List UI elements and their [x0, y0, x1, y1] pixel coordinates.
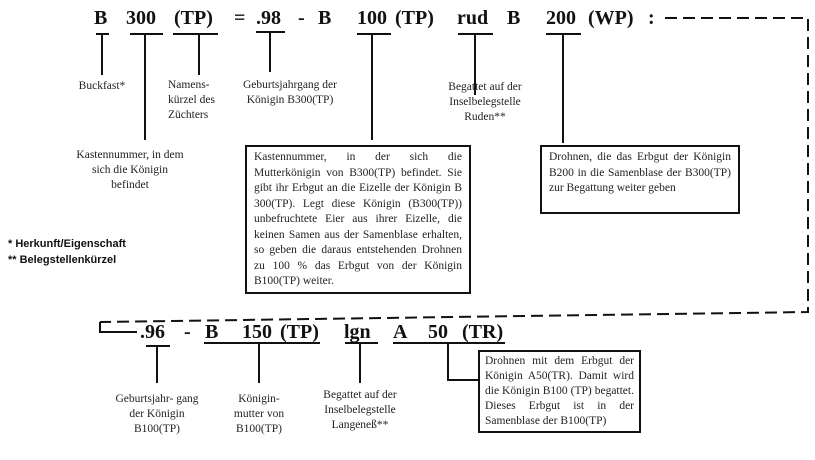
label-kastennummer: Kastennummer, in dem sich die Königin be…: [76, 149, 184, 191]
label-geburtsjahrgang-b100: Geburtsjahr- gang der Königin B100(TP): [115, 393, 199, 435]
token-drone-number: 200: [546, 7, 576, 29]
label-begattet-ruden: Begattet auf der Inselbelegstelle Ruden*…: [448, 81, 522, 123]
token-mother-number: 100: [357, 7, 387, 29]
token-mother-breed: B: [318, 7, 332, 29]
token-drone-breed: B: [507, 7, 521, 29]
token-grandmother-breeder: (TP): [280, 321, 319, 343]
footnote-station-code: ** Belegstellenkürzel: [8, 254, 117, 266]
box-mother-queen-info: Kastennummer, in der sich die Mutterköni…: [245, 145, 471, 294]
label-namenskuerzel: Namens- kürzel des Züchters: [168, 79, 215, 121]
token-colon: :: [648, 7, 655, 29]
token-drone-number-2: 50: [428, 321, 448, 343]
token-year: .98: [256, 7, 281, 29]
token-equals: =: [234, 7, 246, 29]
token-grandmother-number: 150: [242, 321, 272, 343]
label-buckfast: Buckfast*: [78, 80, 126, 92]
box-drones-b200-info: Drohnen, die das Erbgut der Königin B200…: [540, 145, 740, 214]
token-mother-breeder: (TP): [395, 7, 434, 29]
token-mating-station-2: lgn: [344, 321, 371, 343]
token-drone-breed-2: A: [393, 321, 408, 343]
footnote-origin: * Herkunft/Eigenschaft: [8, 238, 126, 250]
token-dash: -: [298, 7, 305, 29]
token-box-number: 300: [126, 7, 156, 29]
token-breed: B: [94, 7, 108, 29]
token-breeder: (TP): [174, 7, 213, 29]
token-drone-breeder-2: (TR): [462, 321, 504, 343]
label-koeniginmutter: Königin- mutter von B100(TP): [233, 393, 285, 435]
box-drones-a50-info: Drohnen mit dem Erbgut der Königin A50(T…: [478, 350, 641, 433]
label-geburtsjahrgang-b300: Geburtsjahrgang der Königin B300(TP): [243, 79, 337, 106]
token-drone-breeder: (WP): [588, 7, 634, 29]
token-dash-2: -: [184, 321, 191, 343]
token-grandmother-breed: B: [205, 321, 219, 343]
token-year-b100: .96: [140, 321, 165, 343]
token-mating-station: rud: [457, 7, 489, 29]
label-begattet-langeness: Begattet auf der Inselbelegstelle Langen…: [323, 389, 397, 431]
